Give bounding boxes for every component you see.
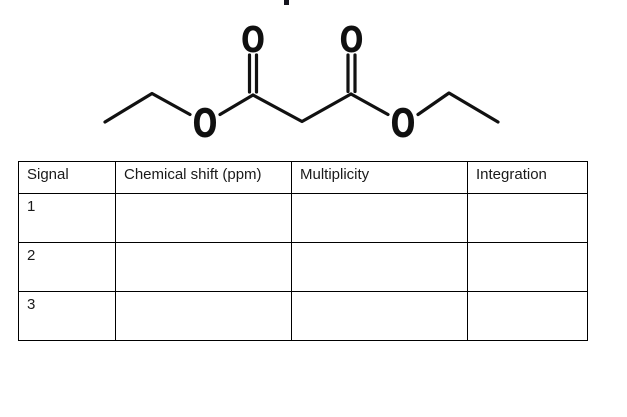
oxygen-atom-label: O: [391, 102, 416, 147]
signal-table: Signal Chemical shift (ppm) Multiplicity…: [18, 161, 588, 341]
column-header-integration: Integration: [467, 161, 588, 194]
cell-chemical-shift-3: [115, 291, 292, 341]
cell-chemical-shift-2: [115, 242, 292, 292]
cell-multiplicity-3: [291, 291, 468, 341]
bond-carbonyl-2-to-oxygen: [349, 92, 390, 117]
cell-signal-1: 1: [18, 193, 116, 243]
column-header-chemical-shift: Chemical shift (ppm): [115, 161, 292, 194]
bond-left-ethyl-to-oxygen: [103, 91, 192, 124]
table-row: 3: [18, 291, 588, 341]
molecule-skeletal-structure: O O O O: [103, 20, 500, 147]
cell-multiplicity-1: [291, 193, 468, 243]
atom-labels: O O O O: [193, 20, 416, 147]
cell-integration-1: [467, 193, 588, 243]
oxygen-atom-label: O: [193, 102, 218, 147]
oxygen-atom-label: O: [241, 20, 265, 61]
table-row: 1: [18, 193, 588, 243]
cell-multiplicity-2: [291, 242, 468, 292]
cell-chemical-shift-1: [115, 193, 292, 243]
oxygen-atom-label: O: [340, 20, 364, 61]
column-header-multiplicity: Multiplicity: [291, 161, 468, 194]
table-header-row: Signal Chemical shift (ppm) Multiplicity…: [18, 161, 588, 194]
bond-lines: [103, 53, 500, 124]
table-row: 2: [18, 242, 588, 292]
cell-signal-2: 2: [18, 242, 116, 292]
bond-oxygen-to-carbonyl-1: [218, 93, 255, 117]
cell-integration-3: [467, 291, 588, 341]
cell-integration-2: [467, 242, 588, 292]
cell-signal-3: 3: [18, 291, 116, 341]
bond-oxygen-to-right-ethyl: [416, 91, 500, 124]
column-header-signal: Signal: [18, 161, 116, 194]
bond-carbonyl1-ch2-carbonyl2: [251, 92, 353, 124]
cropped-text-fragment: [284, 0, 289, 5]
